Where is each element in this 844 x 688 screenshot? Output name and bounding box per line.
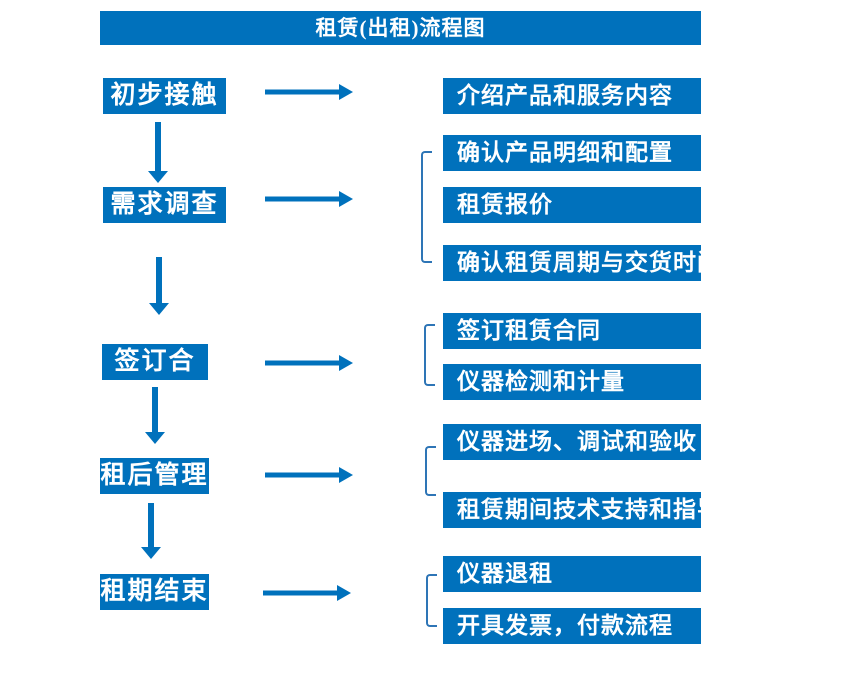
group-bracket-sign-contract — [424, 324, 435, 386]
flowchart-title: 租赁(出租)流程图 — [100, 11, 701, 45]
right-arrow-2 — [265, 191, 353, 207]
down-arrow-shaft — [148, 503, 154, 548]
stage-box-demand-survey: 需求调查 — [103, 187, 226, 223]
step-box-tech-support: 租赁期间技术支持和指导 — [443, 492, 720, 528]
right-arrow-1 — [265, 84, 353, 100]
right-arrow-shaft — [263, 590, 339, 596]
down-arrow-head — [145, 432, 165, 444]
stage-box-rental-end: 租期结束 — [100, 574, 209, 610]
step-box-instrument-return: 仪器退租 — [443, 556, 701, 592]
step-box-rental-quote: 租赁报价 — [443, 187, 701, 223]
right-arrow-3 — [265, 355, 353, 371]
group-bracket-demand-survey — [421, 151, 432, 263]
down-arrow-1 — [148, 122, 168, 183]
step-box-invoice-payment: 开具发票，付款流程 — [443, 608, 701, 644]
step-box-introduce-products: 介绍产品和服务内容 — [443, 78, 701, 114]
down-arrow-head — [149, 303, 169, 315]
down-arrow-head — [141, 547, 161, 559]
right-arrow-head — [339, 84, 353, 100]
down-arrow-4 — [141, 503, 161, 559]
right-arrow-head — [337, 585, 351, 601]
right-arrow-head — [339, 355, 353, 371]
step-box-instrument-setup: 仪器进场、调试和验收 — [443, 424, 701, 460]
stage-box-sign-contract: 签订合同 — [102, 344, 208, 411]
right-arrow-shaft — [265, 360, 341, 366]
down-arrow-3 — [145, 387, 165, 444]
down-arrow-2 — [149, 257, 169, 315]
right-arrow-5 — [263, 585, 351, 601]
down-arrow-head — [148, 171, 168, 183]
group-bracket-post-rental — [425, 446, 436, 496]
stage-box-initial-contact: 初步接触 — [103, 78, 226, 114]
step-box-instrument-testing: 仪器检测和计量 — [443, 364, 701, 400]
right-arrow-head — [339, 191, 353, 207]
right-arrow-shaft — [265, 89, 341, 95]
down-arrow-shaft — [156, 257, 162, 304]
group-bracket-rental-end — [426, 574, 437, 627]
step-box-confirm-period: 确认租赁周期与交货时间 — [443, 245, 720, 281]
stage-box-post-rental-management: 租后管理 — [100, 458, 209, 494]
right-arrow-shaft — [265, 196, 341, 202]
step-box-confirm-details: 确认产品明细和配置 — [443, 135, 701, 171]
right-arrow-head — [339, 467, 353, 483]
down-arrow-shaft — [155, 122, 161, 172]
right-arrow-shaft — [265, 472, 341, 478]
right-arrow-4 — [265, 467, 353, 483]
step-box-sign-rental-contract: 签订租赁合同 — [443, 313, 701, 349]
down-arrow-shaft — [152, 387, 158, 433]
